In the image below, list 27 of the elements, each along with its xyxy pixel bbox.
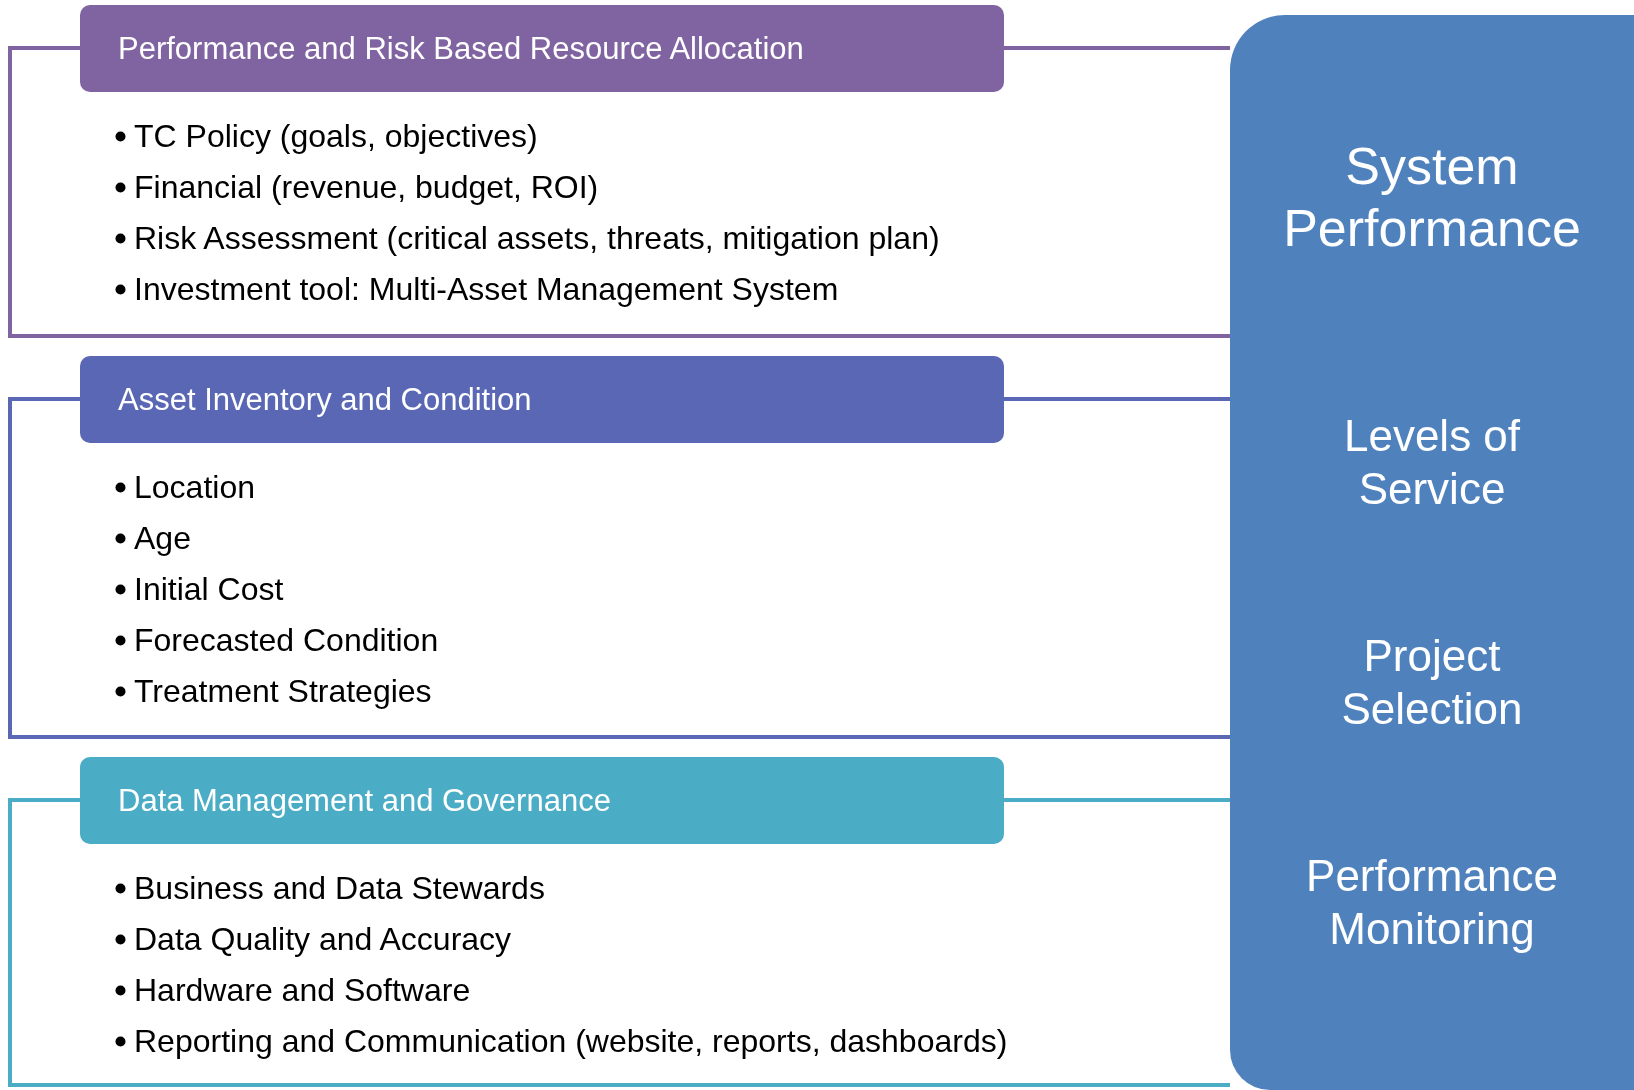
- connector-line: [1004, 46, 1230, 50]
- list-item: Initial Cost: [134, 571, 284, 608]
- side-panel: [1230, 15, 1634, 1090]
- connector-line: [8, 397, 1230, 739]
- section-header: Asset Inventory and Condition: [80, 356, 1004, 443]
- list-item: Location: [134, 469, 255, 506]
- connector-line: [8, 46, 1230, 338]
- connector-line: [8, 798, 1230, 1087]
- list-item: Investment tool: Multi-Asset Management System: [134, 271, 839, 308]
- section-header: Data Management and Governance: [80, 757, 1004, 844]
- list-item: Business and Data Stewards: [134, 870, 545, 907]
- list-item: Age: [134, 520, 191, 557]
- list-item: Reporting and Communication (website, reports, dashboards): [134, 1023, 1008, 1060]
- list-item: Forecasted Condition: [134, 622, 439, 659]
- list-item: Risk Assessment (critical assets, threats, mitigation plan): [134, 220, 940, 257]
- connector-line: [1004, 798, 1230, 802]
- list-item: Data Quality and Accuracy: [134, 921, 512, 958]
- panel-text: Levels of Service: [1342, 410, 1522, 515]
- list-item: TC Policy (goals, objectives): [134, 118, 538, 155]
- list-item: Hardware and Software: [134, 972, 471, 1009]
- list-item: Financial (revenue, budget, ROI): [134, 169, 599, 206]
- section-header: Performance and Risk Based Resource Allocation: [80, 5, 1004, 92]
- connector-line: [1004, 397, 1230, 401]
- panel-text: Project Selection: [1340, 630, 1524, 735]
- panel-title: System Performance: [1282, 136, 1582, 260]
- list-item: Treatment Strategies: [134, 673, 432, 710]
- panel-text: Performance Monitoring: [1305, 850, 1559, 955]
